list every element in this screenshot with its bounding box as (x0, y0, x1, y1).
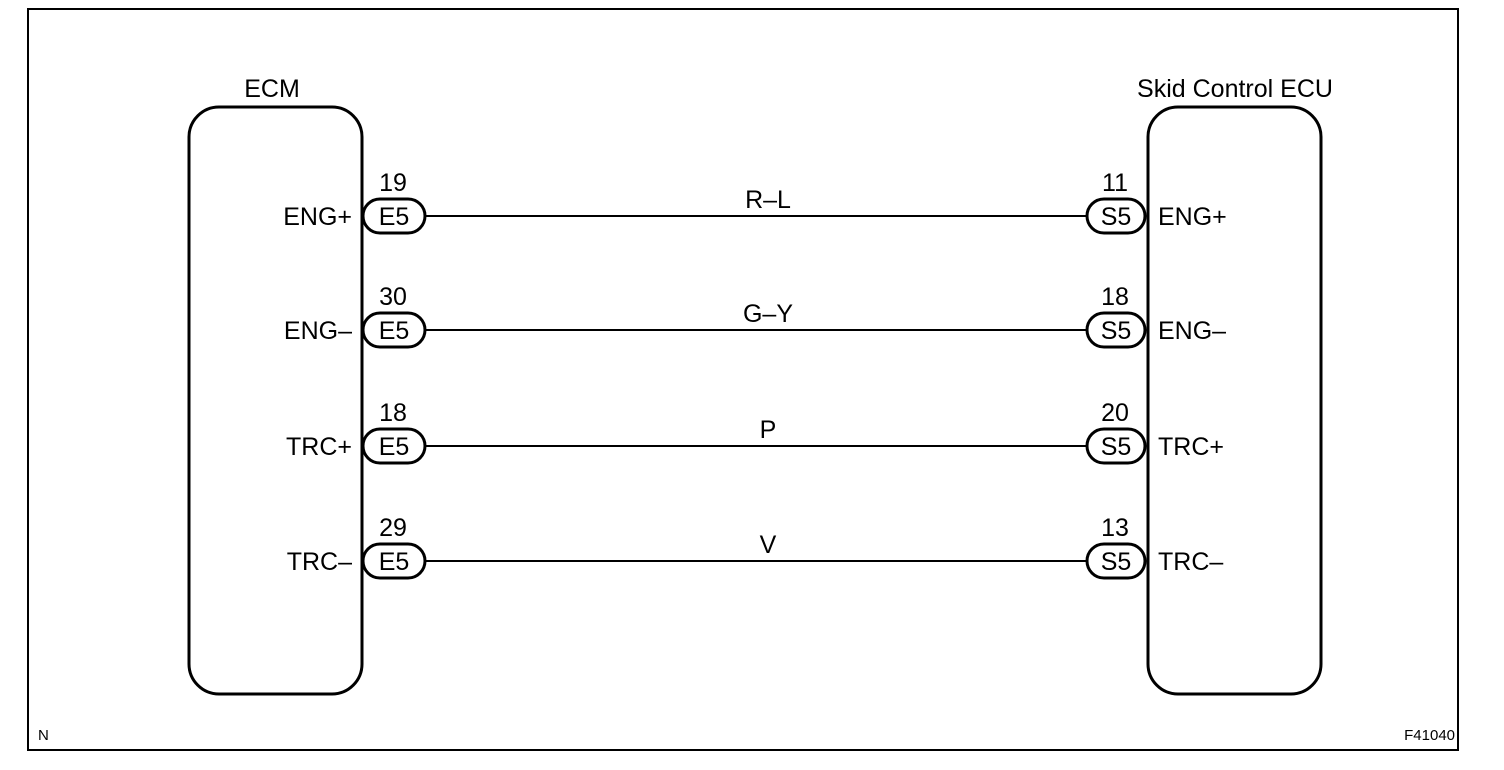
wire-color-label: P (760, 416, 777, 444)
ecu-connector (1085, 197, 1147, 235)
wire-rows: ENG+19E5R–LS511ENG+ENG–30E5G–YS518ENG–TR… (283, 169, 1227, 580)
ecm-connector-label: E5 (379, 548, 410, 576)
ecm-signal-label: TRC+ (286, 433, 352, 461)
ecu-connector-label: S5 (1101, 317, 1132, 345)
ecm-connector-label: E5 (379, 203, 410, 231)
ecu-connector (1085, 311, 1147, 349)
skid-control-ecu-title: Skid Control ECU (1137, 75, 1333, 103)
ecm-signal-label: TRC– (287, 548, 352, 576)
ecu-signal-label: TRC+ (1158, 433, 1224, 461)
ecu-connector-label: S5 (1101, 433, 1132, 461)
ecm-connector-label: E5 (379, 317, 410, 345)
ecu-connector (1085, 427, 1147, 465)
wire-color-label: R–L (745, 186, 791, 214)
corner-label-n: N (38, 727, 49, 744)
wire-color-label: G–Y (743, 300, 793, 328)
ecm-pin-number: 18 (379, 399, 407, 427)
ecu-pin-number: 18 (1101, 283, 1129, 311)
ecu-signal-label: ENG– (1158, 317, 1226, 345)
ecu-connector (1085, 542, 1147, 580)
ecm-title: ECM (244, 75, 300, 103)
ecm-box (187, 105, 364, 696)
ecm-signal-label: ENG+ (283, 203, 352, 231)
ecu-signal-label: TRC– (1158, 548, 1223, 576)
ecu-signal-label: ENG+ (1158, 203, 1227, 231)
ecm-connector-label: E5 (379, 433, 410, 461)
ecu-connector-label: S5 (1101, 548, 1132, 576)
ecm-signal-label: ENG– (284, 317, 352, 345)
ecm-pin-number: 30 (379, 283, 407, 311)
wire-color-label: V (760, 531, 777, 559)
ecu-pin-number: 20 (1101, 399, 1129, 427)
ecm-pin-number: 19 (379, 169, 407, 197)
figure-code: F41040 (1404, 727, 1455, 744)
ecm-pin-number: 29 (379, 514, 407, 542)
ecu-pin-number: 13 (1101, 514, 1129, 542)
diagram-frame (27, 8, 1459, 751)
skid-control-ecu-box (1146, 105, 1323, 696)
ecu-connector-label: S5 (1101, 203, 1132, 231)
ecu-pin-number: 11 (1102, 169, 1128, 197)
